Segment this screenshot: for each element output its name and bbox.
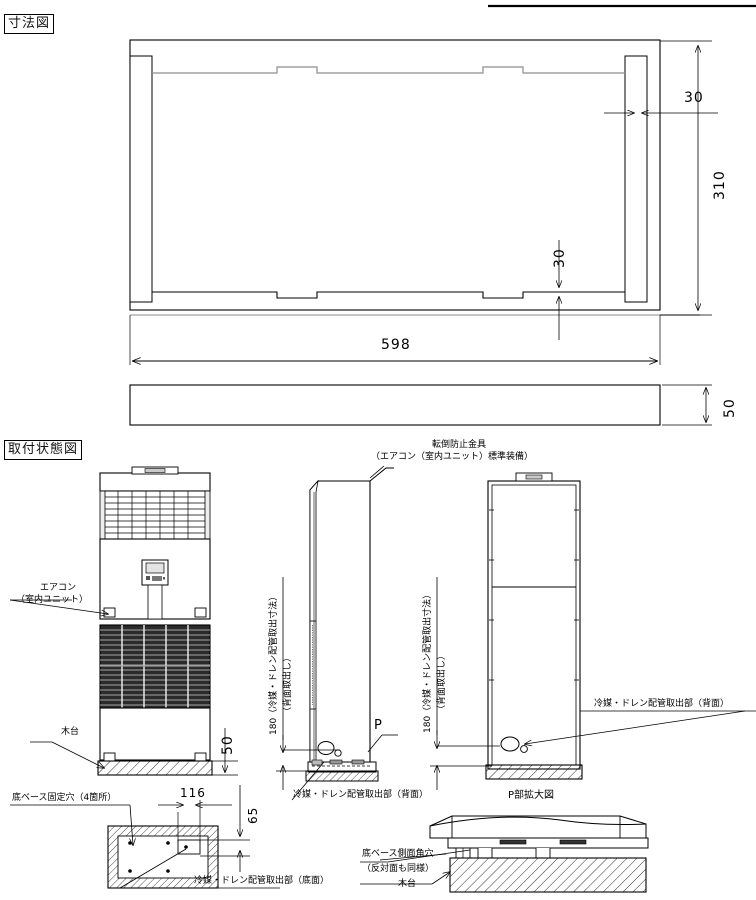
dim-label-50-front: 50 [220, 735, 236, 755]
label-pipe-dim-side-sub: （背面取出し） [283, 652, 293, 716]
rear-pipe-leader [525, 710, 756, 744]
label-pipe-dim-rear: 180（冷媒・ドレン配管取出寸法） [423, 589, 433, 733]
label-wood-base-detail: 木台 [398, 879, 417, 889]
section-title-installation-drawing: 取付状態図 [4, 440, 83, 460]
dim-180-rear [430, 577, 500, 790]
side-bar-view [129, 384, 712, 426]
dim-label-598: 598 [381, 337, 411, 353]
front-view-unit [97, 466, 213, 776]
dim-label-65: 65 [246, 806, 260, 824]
dim-65 [200, 785, 250, 872]
label-air-conditioner-sub: （室内ユニット） [16, 595, 89, 605]
label-p-marker: P [374, 718, 382, 733]
plan-view-outline [129, 39, 700, 316]
dim-598 [129, 315, 661, 365]
dim-310 [660, 40, 712, 316]
label-anti-tip-bracket-sub: （エアコン（室内ユニット）標準装備） [371, 452, 534, 462]
label-pipe-outlet-bottom: 冷媒・ドレン配管取出部（底面） [194, 876, 330, 886]
dim-30-right [604, 98, 718, 120]
dim-180-side [276, 577, 340, 790]
label-base-fixing-holes: 底ベース固定穴（4箇所） [12, 793, 117, 803]
label-pipe-outlet-rear-side: 冷媒・ドレン配管取出部（背面） [293, 790, 429, 800]
dim-label-310: 310 [712, 170, 728, 200]
side-view-unit [305, 465, 394, 782]
dim-label-30-right: 30 [684, 90, 704, 106]
label-pipe-dim-side: 180（冷媒・ドレン配管取出寸法） [269, 591, 279, 735]
dim-30-bottom [525, 240, 625, 340]
p-marker-leader [367, 734, 398, 753]
label-air-conditioner: エアコン [40, 583, 77, 593]
dim-116 [158, 800, 232, 842]
section-title-dimension-drawing: 寸法図 [4, 14, 55, 34]
base-plan-leaders [10, 804, 280, 889]
dim-label-116: 116 [180, 786, 206, 800]
label-wood-base-front: 木台 [61, 727, 80, 737]
label-base-side-square-hole: 底ベース側面角穴 [362, 849, 434, 859]
dim-50-front [212, 728, 238, 776]
side-pipe-leader [291, 761, 325, 801]
front-view-leaders [9, 599, 108, 768]
base-detail-view [360, 815, 649, 893]
rear-view-unit [485, 472, 583, 780]
label-base-side-square-hole-sub: （反対面も同様） [362, 864, 435, 874]
label-p-detail-title: P部拡大図 [508, 790, 555, 801]
dim-label-30-bottom: 30 [552, 248, 568, 268]
label-pipe-dim-rear-sub: （背面取出し） [437, 650, 447, 714]
label-pipe-outlet-rear: 冷媒・ドレン配管取出部（背面） [594, 699, 730, 709]
dim-label-50-side: 50 [722, 398, 738, 418]
label-anti-tip-bracket: 転倒防止金具 [432, 440, 487, 450]
